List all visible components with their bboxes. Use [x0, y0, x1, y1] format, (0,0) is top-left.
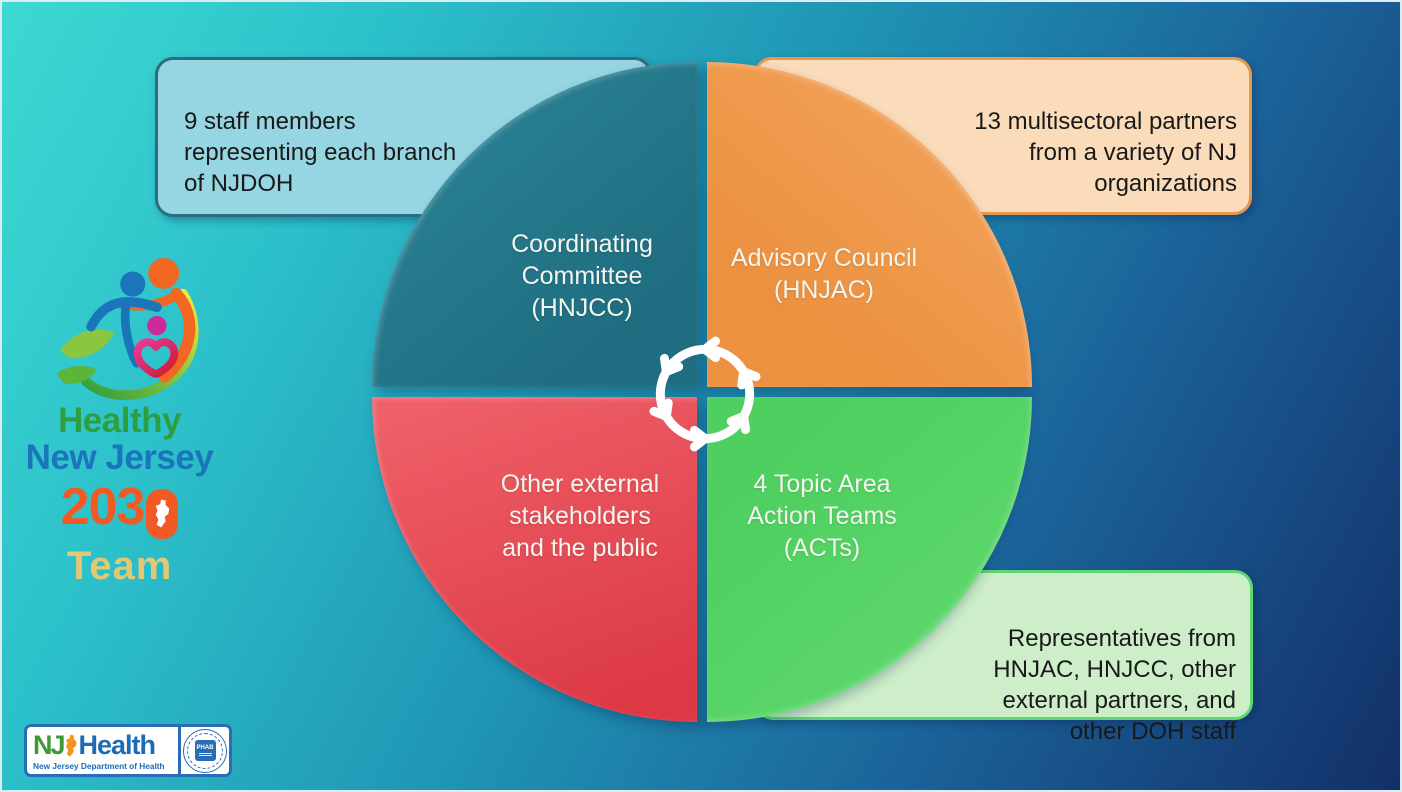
njhealth-subtitle: New Jersey Department of Health	[33, 760, 165, 771]
logo-text-2030: 203	[17, 478, 222, 539]
phab-seal-text-ring: PHAB	[187, 732, 224, 769]
callout-text: Representatives from HNJAC, HNJCC, other…	[993, 625, 1236, 745]
nj-state-icon	[65, 734, 77, 756]
callout-text: 13 multisectoral partners from a variety…	[974, 108, 1237, 197]
healthy-nj-2030-logo: Healthy New Jersey 203 Team	[17, 257, 222, 588]
segment-label-advisory-council: Advisory Council (HNJAC)	[730, 244, 918, 304]
njhealth-health-text: Health	[78, 730, 157, 760]
nj-state-icon	[146, 489, 179, 539]
callout-text: 9 staff members representing each branch…	[184, 108, 457, 197]
logo-year-digits: 203	[60, 478, 146, 536]
njhealth-wordmark: NJ Health New Jersey Department of Healt…	[27, 727, 178, 774]
njhealth-nj-text: NJ	[33, 730, 65, 760]
segment-label-topic-area-action-teams: 4 Topic Area Action Teams (ACTs)	[747, 470, 897, 562]
phab-seal-square: PHAB	[194, 740, 216, 761]
phab-seal-label: PHAB	[196, 745, 214, 751]
segment-label-coordinating-committee: Coordinating Committee (HNJCC)	[511, 230, 653, 322]
cycle-arrows-icon	[649, 336, 761, 452]
family-leaf-swoosh-icon	[56, 257, 199, 400]
njhealth-logo: NJ Health New Jersey Department of Healt…	[24, 724, 232, 777]
phab-seal: PHAB	[178, 727, 229, 774]
phab-seal-decor-line	[198, 755, 212, 756]
segment-label-other-external-stakeholders: Other external stakeholders and the publ…	[500, 470, 660, 562]
logo-text-new-jersey: New Jersey	[25, 438, 214, 477]
logo-text-healthy: Healthy	[58, 401, 181, 440]
phab-seal-decor-line	[198, 753, 212, 754]
phab-seal-outer-ring: PHAB	[183, 728, 228, 773]
logo-text-team: Team	[66, 544, 173, 588]
